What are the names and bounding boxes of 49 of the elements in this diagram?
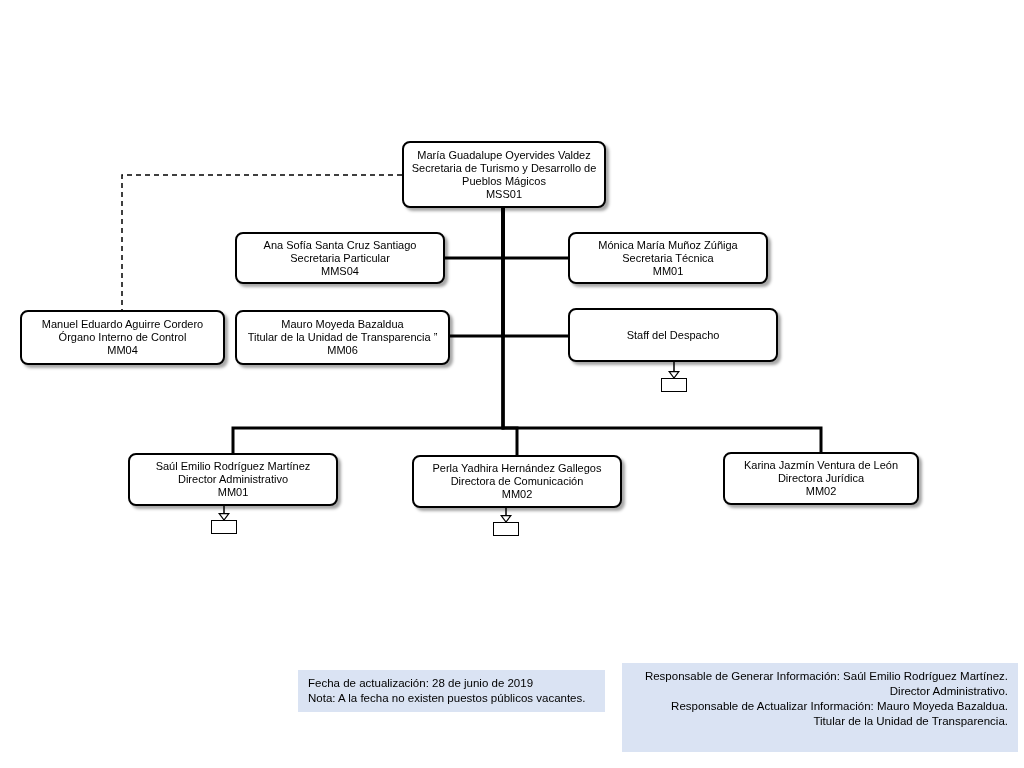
position-title: Secretaria Particular (290, 251, 390, 265)
position-box (402, 141, 606, 208)
note-text: Responsable de Actualizar Información: Mauro Moyeda Bazaldua. (671, 699, 1008, 714)
note-text: Fecha de actualización: 28 de junio de 2019 (308, 676, 534, 691)
empty-box (661, 378, 687, 392)
position-box (568, 232, 768, 284)
empty-box (493, 522, 519, 536)
position-title: Secretaria Técnica (622, 251, 714, 265)
position-code: MM04 (107, 344, 138, 357)
position-box (235, 310, 450, 365)
position-title: Secretaria de Turismo y Desarrollo de Pueblos Mágicos (410, 161, 598, 188)
position-box (568, 308, 778, 362)
person-name: María Guadalupe Oyervides Valdez (417, 148, 591, 162)
position-title: Titular de la Unidad de Transparencia ” (247, 331, 438, 344)
hollow-arrow (500, 507, 512, 523)
position-box (235, 232, 445, 284)
person-name: Manuel Eduardo Aguirre Cordero (41, 318, 204, 331)
position-code: MSS01 (485, 187, 523, 201)
position-code: MM01 (652, 264, 684, 278)
hollow-arrow (218, 505, 230, 521)
person-name: Ana Sofía Santa Cruz Santiago (263, 238, 417, 252)
position-code: MM06 (327, 344, 358, 357)
position-box (128, 453, 338, 506)
note-text: Responsable de Generar Información: Saúl Emilio Rodríguez Martínez. (644, 669, 1008, 684)
position-title: Órgano Interno de Control (58, 331, 187, 344)
position-box (723, 452, 919, 505)
position-code: MMS04 (321, 264, 359, 278)
position-title: Directora de Comunicación (450, 475, 584, 488)
hollow-arrow (668, 361, 680, 379)
position-title: Director Administrativo (177, 473, 288, 486)
person-name: Saúl Emilio Rodríguez Martínez (155, 460, 311, 473)
person-name: Mauro Moyeda Bazaldua (281, 318, 404, 331)
person-name: Staff del Despacho (626, 328, 720, 342)
note-text: Director Administrativo. (889, 684, 1008, 699)
position-box (412, 455, 622, 508)
note-text: Titular de la Unidad de Transparencia. (813, 714, 1008, 729)
empty-box (211, 520, 237, 534)
position-code: MM02 (501, 488, 533, 501)
position-title: Directora Jurídica (777, 472, 865, 485)
note-text: Nota: A la fecha no existen puestos públicos vacantes. (308, 691, 586, 706)
note-panel (298, 670, 605, 712)
person-name: Perla Yadhira Hernández Gallegos (432, 462, 602, 475)
position-code: MM01 (217, 486, 249, 499)
note-panel (622, 663, 1018, 752)
position-code: MM02 (805, 485, 837, 498)
person-name: Karina Jazmín Ventura de León (743, 459, 899, 472)
position-box (20, 310, 225, 365)
dashed-connector (121, 174, 403, 311)
person-name: Mónica María Muñoz Zúñiga (598, 238, 738, 252)
